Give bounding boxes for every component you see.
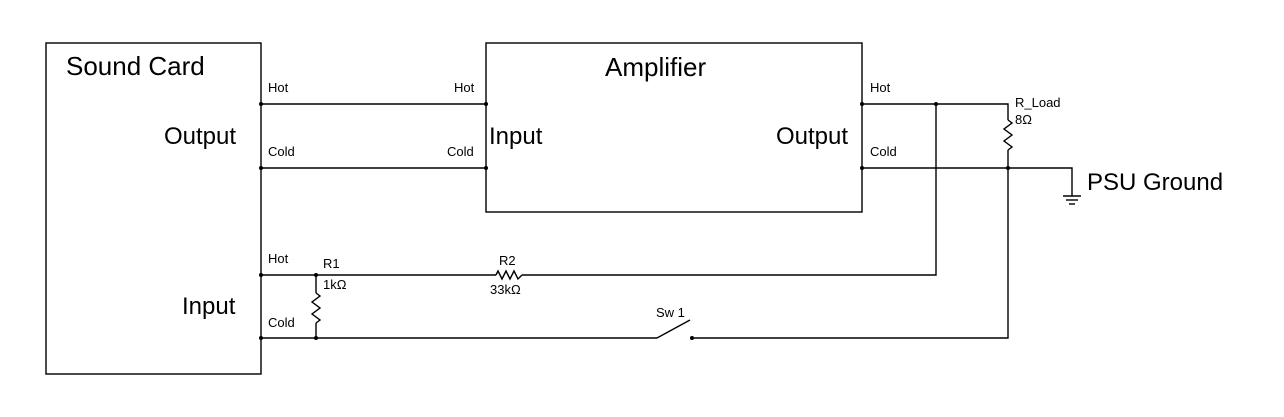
- wire-switch-to-ground: [694, 168, 1009, 339]
- terminal-dot: [259, 166, 263, 170]
- r2-resistor: [495, 269, 523, 281]
- r2-value-label: 33kΩ: [490, 282, 521, 297]
- sound-card-input-label: Input: [182, 293, 236, 320]
- terminal-dot: [259, 273, 263, 277]
- amplifier-input-label: Input: [489, 123, 543, 150]
- terminal-dot: [259, 102, 263, 106]
- amplifier-input-cold-label: Cold: [447, 144, 474, 159]
- amplifier-box: [485, 42, 863, 213]
- sound-card-title: Sound Card: [66, 51, 205, 81]
- sw1-name-label: Sw 1: [656, 305, 685, 320]
- sound-card-input-cold-label: Cold: [268, 315, 295, 330]
- terminal-dot: [259, 336, 263, 340]
- sound-card-input-hot-label: Hot: [268, 251, 289, 266]
- terminal-dot: [484, 166, 488, 170]
- r-load-name-label: R_Load: [1015, 95, 1061, 110]
- sound-card-output-label: Output: [164, 123, 236, 150]
- wire-amp-output-hot: [862, 103, 1009, 120]
- sound-card-output-cold-label: Cold: [268, 144, 295, 159]
- r1-name-label: R1: [323, 256, 340, 271]
- terminal-dot: [860, 166, 864, 170]
- ground-icon: [1063, 195, 1081, 205]
- amplifier-input-hot-label: Hot: [454, 80, 475, 95]
- sound-card-box: [45, 42, 262, 375]
- junction-dot: [314, 336, 318, 340]
- sw1-switch-blade: [656, 319, 691, 339]
- r-load-resistor: [1002, 119, 1014, 151]
- r2-name-label: R2: [499, 253, 516, 268]
- sw1-switch-contact: [690, 336, 694, 340]
- wire-amp-output-cold: [862, 167, 1073, 196]
- terminal-dot: [484, 102, 488, 106]
- terminal-dot: [860, 102, 864, 106]
- r-load-value-label: 8Ω: [1015, 112, 1032, 127]
- amplifier-output-label: Output: [776, 123, 848, 150]
- sound-card-output-hot-label: Hot: [268, 80, 289, 95]
- psu-ground-label: PSU Ground: [1087, 169, 1223, 196]
- wire-feedback: [522, 104, 937, 276]
- r1-resistor: [310, 292, 322, 324]
- amplifier-title: Amplifier: [605, 52, 706, 82]
- amplifier-output-cold-label: Cold: [870, 144, 897, 159]
- amplifier-output-hot-label: Hot: [870, 80, 891, 95]
- r1-value-label: 1kΩ: [323, 277, 347, 292]
